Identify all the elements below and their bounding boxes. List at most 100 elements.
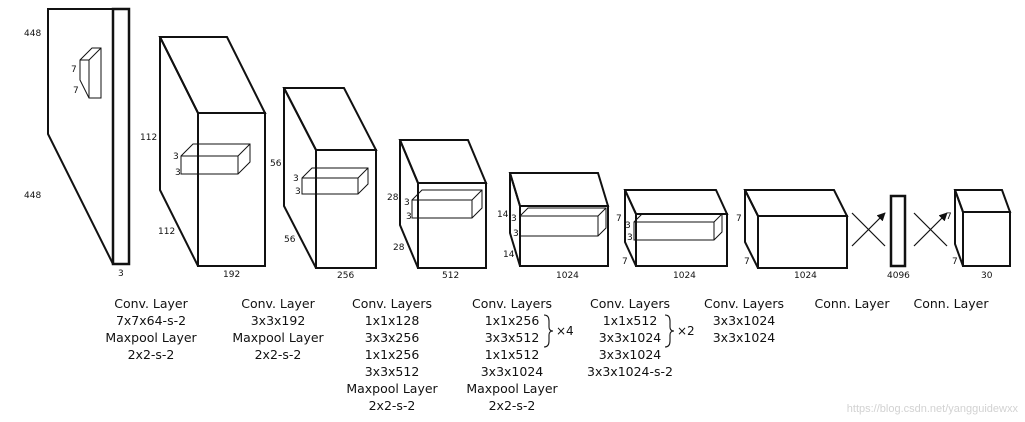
block-conv5-kernel	[519, 207, 607, 237]
caption-line: 3x3x1024	[599, 347, 662, 362]
dim-b4-d: 512	[442, 271, 459, 281]
dim-b7-h: 7	[736, 214, 742, 224]
dimension-labels: 448 448 3 7 7 112 112 192 3 3 56 56 256 …	[24, 29, 993, 281]
caption-line: Conv. Layers	[352, 296, 432, 311]
block-conv3	[282, 87, 378, 269]
caption-line: 3x3x256	[365, 330, 420, 345]
block-conv7-top	[743, 189, 849, 217]
block-output-front	[962, 211, 1011, 267]
caption-line: Conv. Layers	[590, 296, 670, 311]
dim-b2-d: 192	[223, 270, 240, 280]
brace-icon	[664, 314, 675, 348]
dim-b5-h: 14	[497, 210, 509, 220]
block-conv2-top	[158, 36, 267, 114]
block-conv7-front	[757, 215, 848, 269]
block-conv4-front	[417, 182, 487, 269]
caption-line: 1x1x256	[485, 313, 540, 328]
dim-b7-d: 1024	[794, 271, 817, 281]
dim-b6-w: 7	[622, 257, 628, 267]
block-conv2	[158, 36, 267, 267]
caption-block-5: Conv. Layers 1x1x512 3x3x1024 3x3x1024 3x3x1…	[587, 296, 673, 379]
caption-line: Conv. Layer	[241, 296, 315, 311]
caption-line: 3x3x1024	[599, 330, 662, 345]
dim-b6-kb: 3	[627, 233, 633, 243]
caption-line: 3x3x1024	[713, 330, 776, 345]
dim-b3-d: 256	[337, 271, 354, 281]
block-conv7	[743, 189, 849, 269]
caption-line: 7x7x64-s-2	[116, 313, 186, 328]
dim-b3-h: 56	[270, 159, 282, 169]
caption-line: Maxpool Layer	[232, 330, 324, 345]
caption-line: Conn. Layer	[913, 296, 989, 311]
caption-line: 3x3x1024-s-2	[587, 364, 673, 379]
caption-line: 1x1x512	[603, 313, 658, 328]
block-conv2-front	[197, 112, 266, 267]
caption-block-8: Conn. Layer	[913, 296, 989, 311]
dim-b6-d: 1024	[673, 271, 696, 281]
block-output-side	[954, 189, 964, 267]
caption-line: 1x1x512	[485, 347, 540, 362]
caption-line: Conv. Layers	[472, 296, 552, 311]
block-input-kernel	[79, 47, 102, 99]
dim-b1-w: 448	[24, 191, 41, 201]
caption-line: 1x1x128	[365, 313, 420, 328]
block-conv4	[398, 139, 488, 269]
dim-b5-kb: 3	[513, 229, 519, 239]
dim-b1-d: 3	[118, 269, 124, 279]
dim-b4-h: 28	[387, 193, 399, 203]
block-conv3-front	[315, 149, 377, 269]
dim-b1-kb: 7	[73, 86, 79, 96]
block-conv3-top	[282, 87, 378, 151]
caption-line: 3x3x1024	[481, 364, 544, 379]
caption-line: 2x2-s-2	[128, 347, 175, 362]
repeat-multiplier-4: ×4	[556, 324, 574, 338]
block-fc-4096	[889, 194, 907, 268]
caption-line: 2x2-s-2	[369, 398, 416, 413]
fc-arrows-2	[913, 212, 948, 247]
block-conv6-top	[623, 189, 729, 215]
block-input	[47, 7, 131, 266]
caption-line: 2x2-s-2	[489, 398, 536, 413]
block-input-side	[47, 8, 114, 265]
block-conv5	[508, 172, 610, 267]
block-conv3-kernel	[301, 167, 369, 195]
dim-b4-kb: 3	[406, 212, 412, 222]
watermark: https://blog.csdn.net/yangguidewxx	[847, 403, 1019, 415]
caption-line: Maxpool Layer	[466, 381, 558, 396]
repeat-multiplier-2: ×2	[677, 324, 695, 338]
caption-line: 3x3x1024	[713, 313, 776, 328]
dim-b2-h: 112	[140, 133, 157, 143]
block-conv2-kernel	[180, 143, 251, 175]
dim-b2-ka: 3	[173, 152, 179, 162]
dim-b3-kb: 3	[295, 187, 301, 197]
dim-b4-ka: 3	[404, 198, 410, 208]
dim-b6-h: 7	[616, 214, 622, 224]
caption-line: 3x3x512	[485, 330, 540, 345]
block-output-top	[953, 189, 1012, 213]
caption-line: 3x3x192	[251, 313, 306, 328]
brace-icon	[543, 314, 554, 348]
dim-b5-ka: 3	[511, 214, 517, 224]
caption-line: Conn. Layer	[814, 296, 890, 311]
repeat-brace-2: ×2	[664, 314, 695, 348]
block-output	[953, 189, 1012, 267]
dim-b4-w: 28	[393, 243, 405, 253]
dim-b9-w: 7	[952, 257, 958, 267]
dim-b6-ka: 3	[625, 221, 631, 231]
caption-block-4: Conv. Layers 1x1x256 3x3x512 1x1x512 3x3x102…	[466, 296, 558, 413]
fc-arrows-1	[851, 212, 886, 247]
dim-b1-h: 448	[24, 29, 41, 39]
dim-b8-d: 4096	[887, 271, 910, 281]
caption-line: 3x3x512	[365, 364, 420, 379]
caption-line: Conv. Layer	[114, 296, 188, 311]
block-conv4-top	[398, 139, 488, 184]
block-conv6	[623, 189, 729, 267]
dim-b2-w: 112	[158, 227, 175, 237]
dim-b5-w: 14	[503, 250, 515, 260]
